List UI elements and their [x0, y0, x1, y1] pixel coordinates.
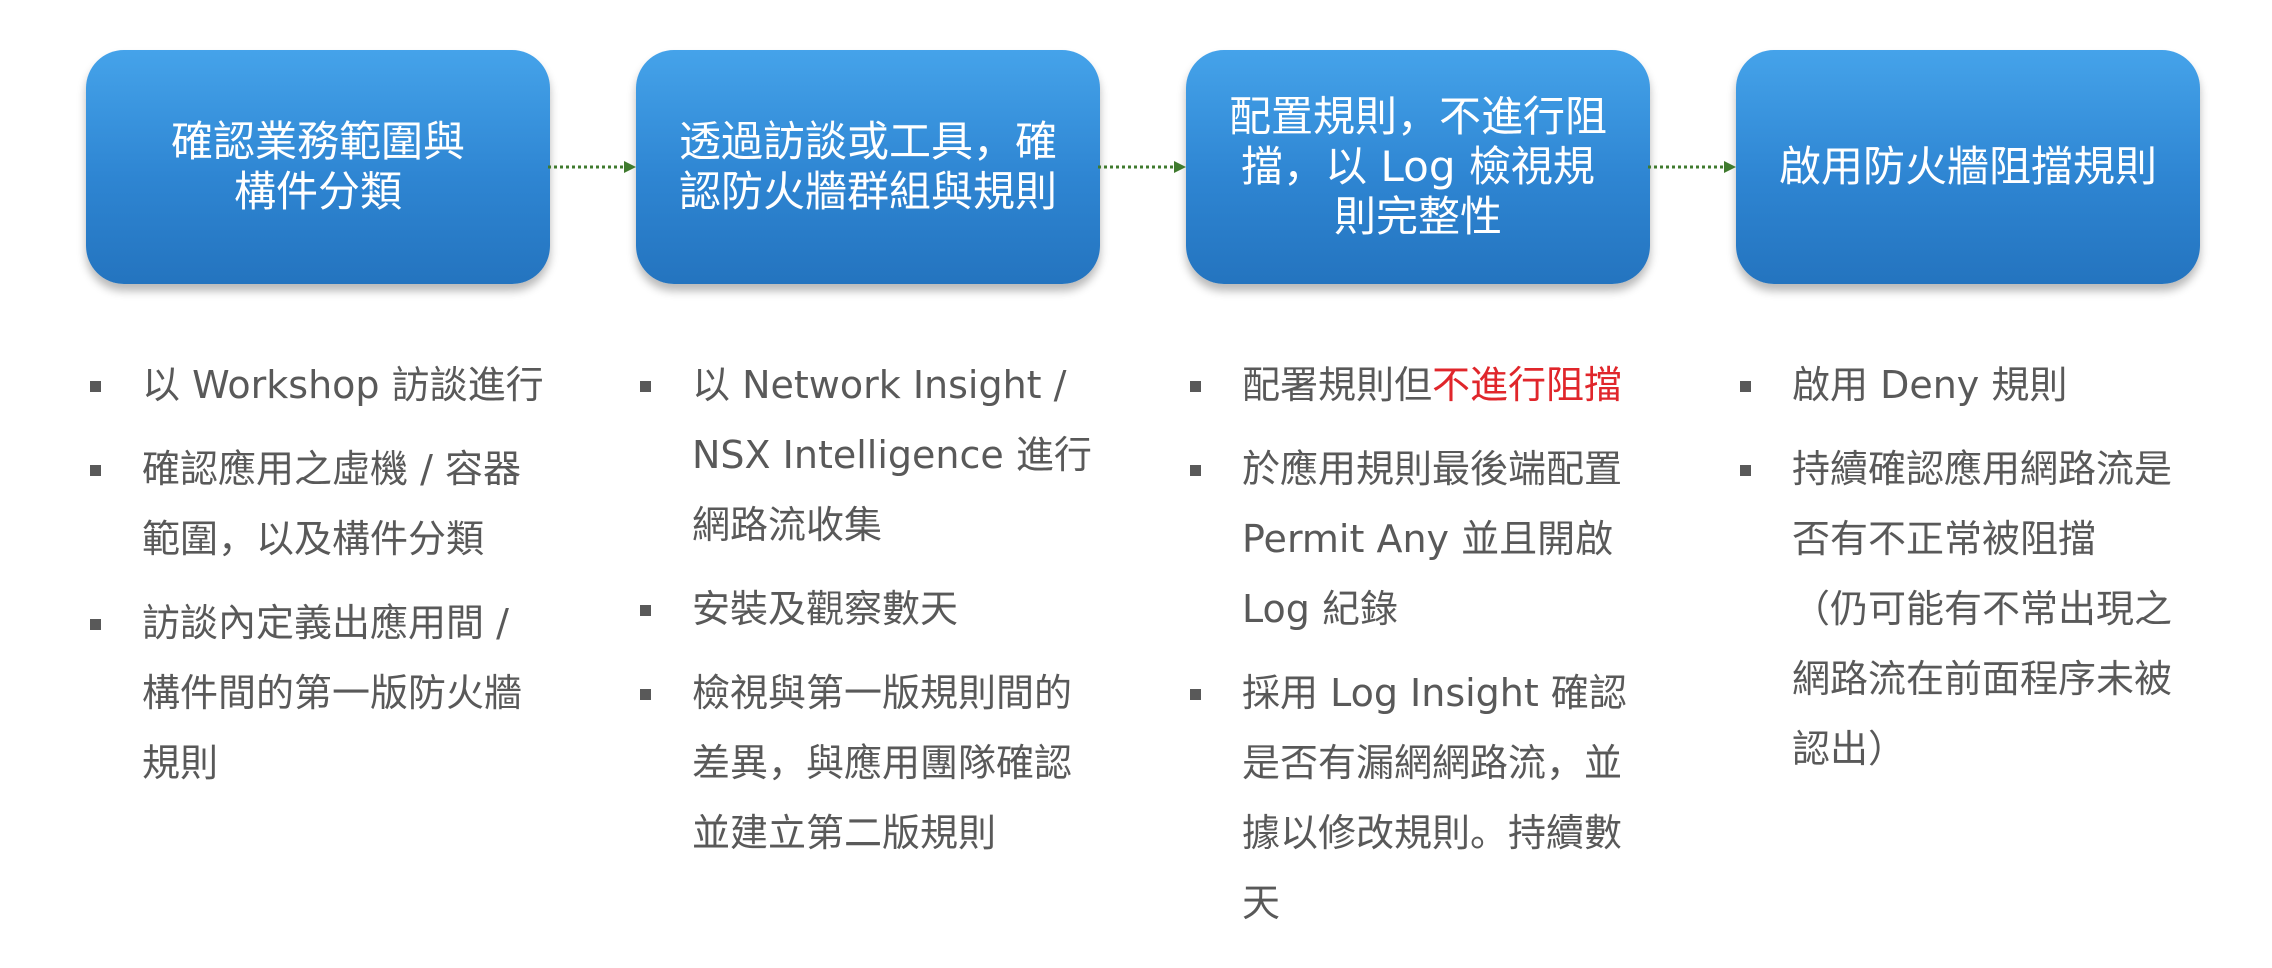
list-item-text: 採用 Log Insight 確認是否有漏網網路流，並據以修改規則。持續數天 — [1242, 671, 1627, 925]
connector-arrow-2 — [1098, 161, 1186, 173]
detail-list-1: 以 Workshop 訪談進行 確認應用之虛機 / 容器範圍，以及構件分類 訪談… — [86, 350, 556, 812]
list-item-text: 確認應用之虛機 / 容器範圍，以及構件分類 — [142, 447, 521, 561]
square-bullet-icon — [640, 381, 651, 392]
step-title-2: 透過訪談或工具，確認防火牆群組與規則 — [678, 117, 1057, 216]
square-bullet-icon — [1740, 381, 1751, 392]
detail-list-2: 以 Network Insight /NSX Intelligence 進行網路… — [636, 350, 1106, 882]
step-box-4: 啟用防火牆阻擋規則 — [1736, 50, 2200, 284]
list-item: 採用 Log Insight 確認是否有漏網網路流，並據以修改規則。持續數天 — [1186, 658, 1656, 938]
step-title-4: 啟用防火牆阻擋規則 — [1778, 142, 2157, 191]
square-bullet-icon — [640, 605, 651, 616]
highlight-text: 不進行阻擋 — [1432, 363, 1623, 407]
list-item-text: 持續確認應用網路流是否有不正常被阻擋（仍可能有不常出現之網路流在前面程序未被認出… — [1792, 447, 2173, 771]
list-item: 啟用 Deny 規則 — [1736, 350, 2206, 420]
square-bullet-icon — [90, 465, 101, 476]
square-bullet-icon — [640, 689, 651, 700]
list-item: 確認應用之虛機 / 容器範圍，以及構件分類 — [86, 434, 556, 574]
list-item: 訪談內定義出應用間 /構件間的第一版防火牆規則 — [86, 588, 556, 798]
step-box-1: 確認業務範圍與構件分類 — [86, 50, 550, 284]
list-item-text: 以 Workshop 訪談進行 — [142, 363, 544, 407]
list-item-text: 以 Network Insight /NSX Intelligence 進行網路… — [692, 363, 1092, 547]
step-title-3: 配置規則，不進行阻擋，以 Log 檢視規則完整性 — [1228, 92, 1607, 241]
list-item: 檢視與第一版規則間的差異，與應用團隊確認並建立第二版規則 — [636, 658, 1106, 868]
list-item-text: 配署規則但 — [1242, 363, 1433, 407]
list-item-text: 檢視與第一版規則間的差異，與應用團隊確認並建立第二版規則 — [692, 671, 1073, 855]
detail-list-4: 啟用 Deny 規則 持續確認應用網路流是否有不正常被阻擋（仍可能有不常出現之網… — [1736, 350, 2206, 798]
arrow-right-icon — [1648, 161, 1736, 173]
square-bullet-icon — [1190, 465, 1201, 476]
list-item-text: 安裝及觀察數天 — [692, 587, 959, 631]
connector-arrow-3 — [1648, 161, 1736, 173]
square-bullet-icon — [1740, 465, 1751, 476]
list-item-text: 啟用 Deny 規則 — [1792, 363, 2068, 407]
arrow-right-icon — [1098, 161, 1186, 173]
list-item: 以 Workshop 訪談進行 — [86, 350, 556, 420]
list-item: 以 Network Insight /NSX Intelligence 進行網路… — [636, 350, 1106, 560]
list-item: 持續確認應用網路流是否有不正常被阻擋（仍可能有不常出現之網路流在前面程序未被認出… — [1736, 434, 2206, 784]
arrow-right-icon — [548, 161, 636, 173]
square-bullet-icon — [90, 381, 101, 392]
connector-arrow-1 — [548, 161, 636, 173]
step-box-2: 透過訪談或工具，確認防火牆群組與規則 — [636, 50, 1100, 284]
list-item: 配署規則但不進行阻擋 — [1186, 350, 1656, 420]
list-item-text: 訪談內定義出應用間 /構件間的第一版防火牆規則 — [142, 601, 523, 785]
list-item: 安裝及觀察數天 — [636, 574, 1106, 644]
square-bullet-icon — [90, 619, 101, 630]
square-bullet-icon — [1190, 381, 1201, 392]
step-title-1: 確認業務範圍與構件分類 — [170, 117, 465, 216]
step-box-3: 配置規則，不進行阻擋，以 Log 檢視規則完整性 — [1186, 50, 1650, 284]
square-bullet-icon — [1190, 689, 1201, 700]
